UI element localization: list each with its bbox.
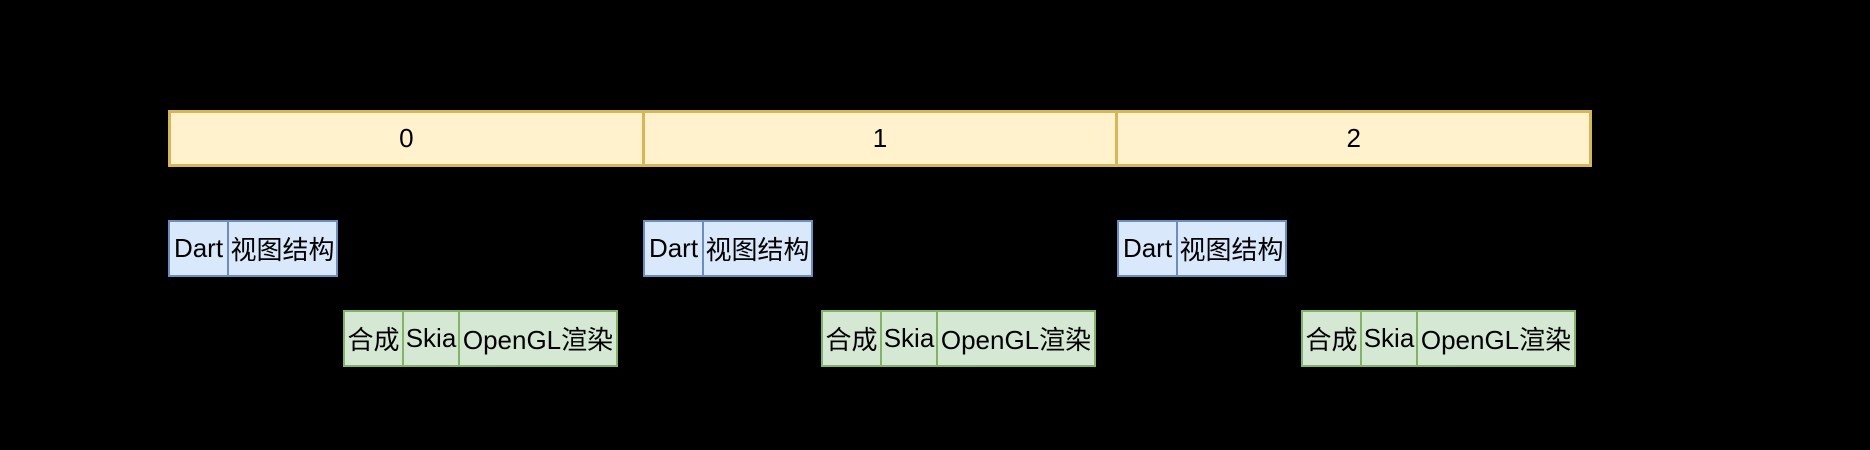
skia-cell: Skia bbox=[402, 312, 458, 365]
composite-cell: 合成 bbox=[347, 325, 400, 355]
raster-thread-box-frame-2: 合成 Skia OpenGL渲染 bbox=[1301, 310, 1576, 367]
ui-thread-box-frame-0: Dart 视图结构 bbox=[168, 220, 338, 277]
skia-cell: Skia bbox=[880, 312, 936, 365]
raster-thread-box-frame-0: 合成 Skia OpenGL渲染 bbox=[343, 310, 618, 367]
opengl-render-cell: OpenGL渲染 bbox=[458, 312, 616, 365]
skia-cell: Skia bbox=[1360, 312, 1416, 365]
frame-0-label: 0 bbox=[399, 123, 414, 153]
dart-cell: Dart bbox=[1122, 233, 1173, 263]
view-structure-cell: 视图结构 bbox=[1176, 222, 1285, 275]
ui-thread-box-frame-1: Dart 视图结构 bbox=[643, 220, 813, 277]
frame-2-label: 2 bbox=[1346, 123, 1361, 153]
raster-thread-box-frame-1: 合成 Skia OpenGL渲染 bbox=[821, 310, 1096, 367]
opengl-render-cell: OpenGL渲染 bbox=[1416, 312, 1574, 365]
ui-thread-box-frame-2: Dart 视图结构 bbox=[1117, 220, 1287, 277]
composite-cell: 合成 bbox=[825, 325, 878, 355]
dart-cell: Dart bbox=[173, 233, 224, 263]
frame-2-cell: 2 bbox=[1118, 113, 1589, 164]
frame-1-label: 1 bbox=[872, 123, 888, 153]
view-structure-cell: 视图结构 bbox=[227, 222, 336, 275]
dart-cell: Dart bbox=[648, 233, 699, 263]
view-structure-cell: 视图结构 bbox=[702, 222, 811, 275]
frame-0-cell: 0 bbox=[171, 113, 645, 164]
vsync-timeline-bar: 0 1 2 bbox=[168, 110, 1592, 167]
frame-1-cell: 1 bbox=[645, 113, 1119, 164]
composite-cell: 合成 bbox=[1305, 325, 1358, 355]
opengl-render-cell: OpenGL渲染 bbox=[936, 312, 1094, 365]
